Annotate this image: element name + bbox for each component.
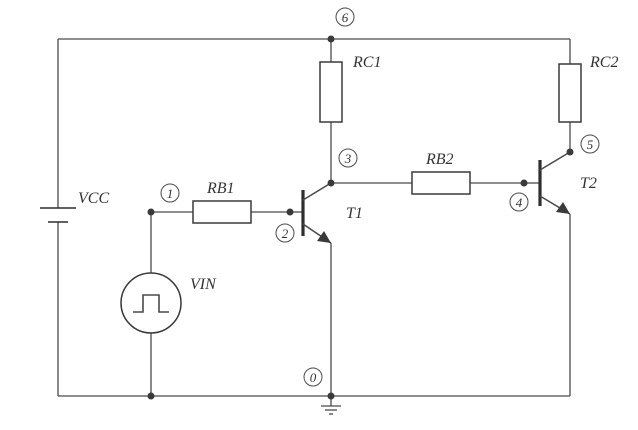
t1-collector [302, 182, 332, 201]
node-5-marker: 5 [580, 134, 600, 154]
node-0-marker: 0 [303, 367, 323, 387]
junction-bottom-left [147, 392, 155, 400]
resistor-rb1 [192, 200, 252, 224]
label-t2: T2 [580, 175, 597, 192]
junction-node4 [520, 179, 528, 187]
transistor-t2 [538, 151, 571, 215]
node-2-label: 2 [282, 226, 289, 241]
ground-icon [321, 405, 341, 415]
node-0-label: 0 [310, 370, 317, 385]
node-2-marker: 2 [275, 223, 295, 243]
resistor-rc2 [558, 63, 582, 123]
t2-emitter-arrow [556, 202, 570, 214]
junction-node5 [566, 148, 574, 156]
node-4-marker: 4 [509, 192, 529, 212]
vin-source [120, 272, 182, 334]
junction-dots [147, 35, 574, 400]
square-pulse-source-icon [120, 272, 182, 334]
transistor-t1 [301, 182, 332, 244]
label-vcc: VCC [78, 190, 109, 207]
resistor-rc1 [319, 61, 343, 123]
vcc-battery [40, 207, 76, 223]
node-labels: 6 3 1 2 4 5 0 [160, 7, 600, 387]
label-rb1: RB1 [206, 180, 235, 197]
component-labels: RC1 RC2 RB1 RB2 T1 T2 VCC VIN [78, 54, 618, 293]
t2-collector [539, 151, 571, 171]
node-5-label: 5 [587, 137, 594, 152]
label-rb2: RB2 [425, 151, 454, 168]
resistor-rb2 [411, 171, 471, 195]
junction-node2 [286, 208, 294, 216]
label-rc1: RC1 [352, 54, 381, 71]
node-3-marker: 3 [338, 148, 358, 168]
node-4-label: 4 [516, 195, 523, 210]
label-t1: T1 [346, 205, 363, 222]
junction-node0 [327, 392, 335, 400]
node-3-label: 3 [344, 151, 352, 166]
label-rc2: RC2 [589, 54, 618, 71]
junction-node3 [327, 179, 335, 187]
junction-node1 [147, 208, 155, 216]
node-1-marker: 1 [160, 183, 180, 203]
node-1-label: 1 [167, 186, 174, 201]
node-6-marker: 6 [335, 7, 355, 27]
junction-node6 [327, 35, 335, 43]
node-6-label: 6 [342, 10, 349, 25]
t1-emitter-arrow [317, 231, 331, 243]
wires [57, 38, 571, 406]
label-vin: VIN [190, 276, 217, 293]
vin-pulse-waveform [133, 294, 169, 313]
